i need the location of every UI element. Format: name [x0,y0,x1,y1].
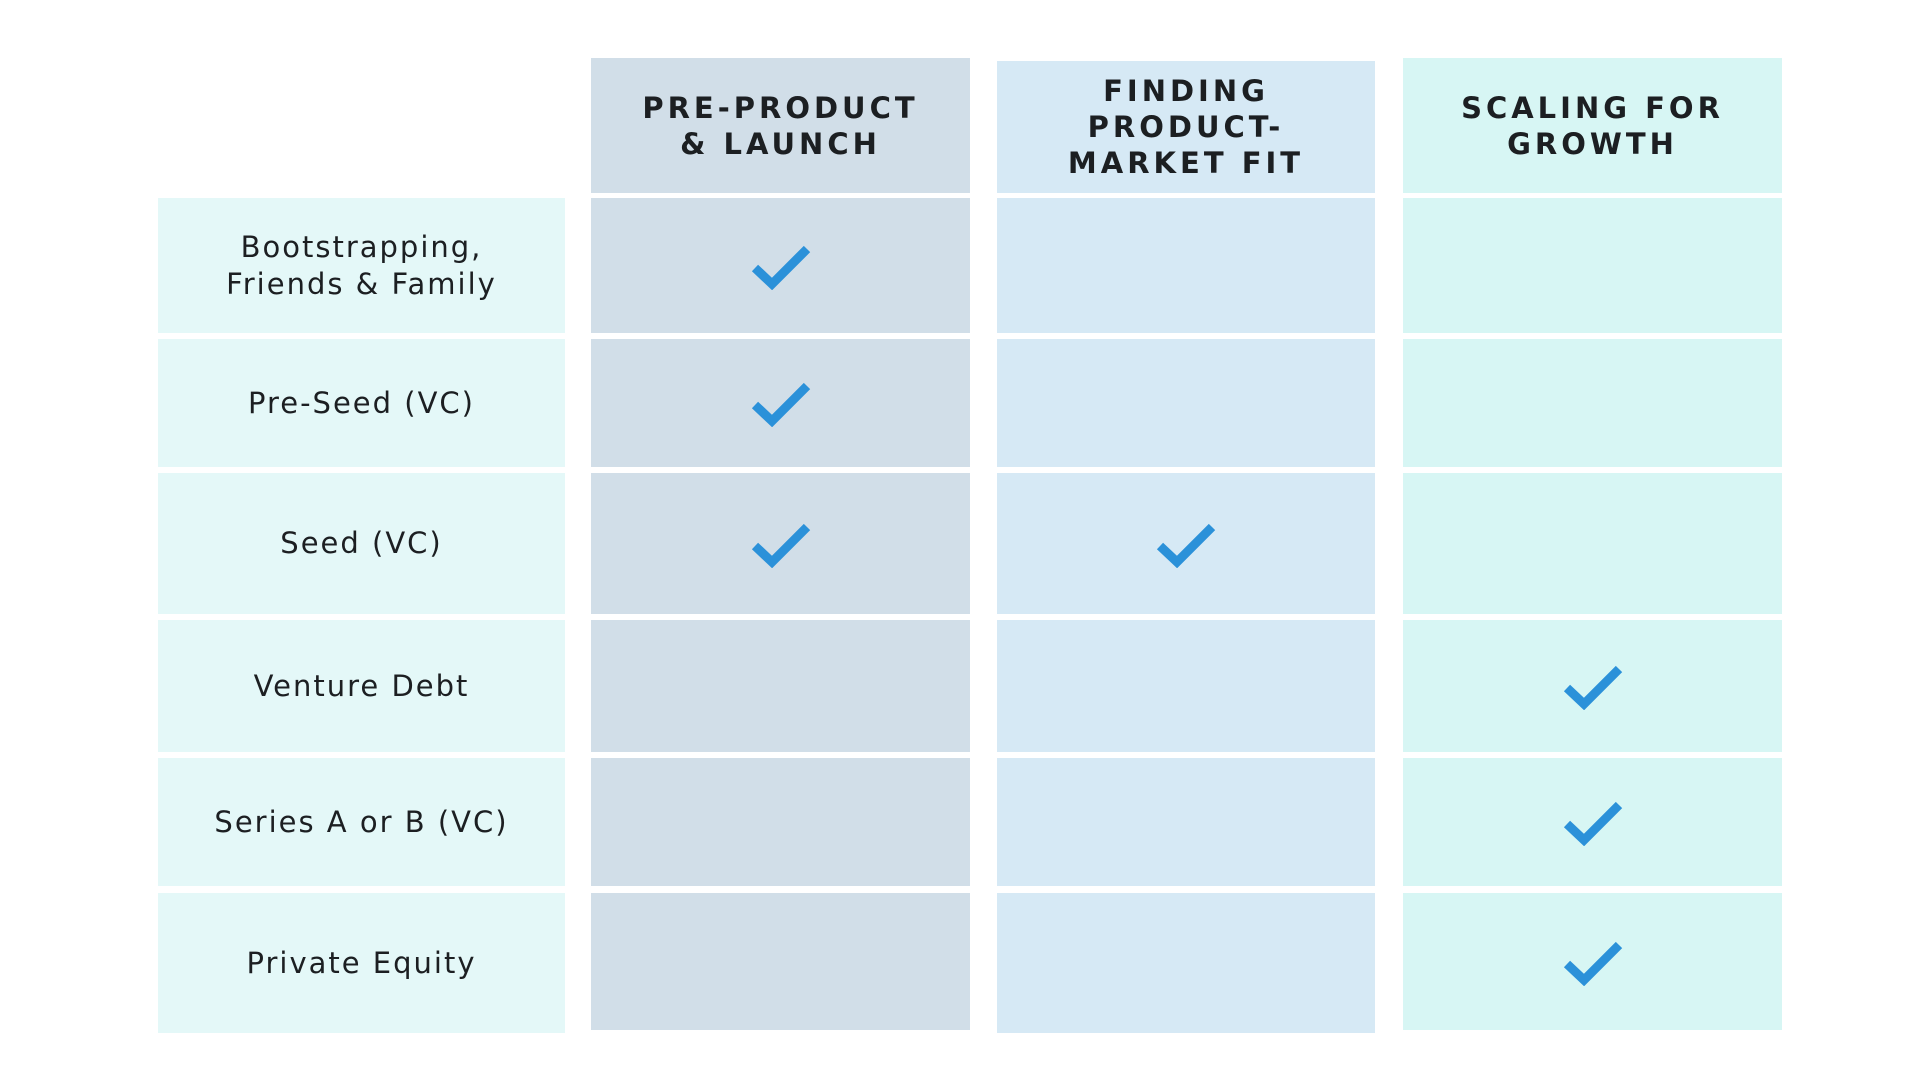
check-icon [1562,938,1624,986]
row-label-seed: Seed (VC) [158,473,565,614]
grid-cell [1403,339,1782,467]
grid-cell [997,893,1375,1033]
column-header-label: PRE-PRODUCT & LAUNCH [642,90,919,161]
grid-cell [591,339,970,467]
grid-cell [997,473,1375,614]
row-label-text: Pre-Seed (VC) [247,385,475,420]
grid-cell [997,198,1375,333]
row-label-text: Seed (VC) [280,526,443,560]
row-label-series-a-b: Series A or B (VC) [158,758,565,886]
row-label-bootstrapping: Bootstrapping, Friends & Family [158,198,565,333]
grid-cell [591,198,970,333]
check-icon [1562,662,1624,710]
grid-cell [1403,758,1782,886]
check-icon [750,379,812,427]
column-header-label: FINDING PRODUCT- MARKET FIT [1067,74,1305,180]
grid-cell [591,473,970,614]
check-icon [750,520,812,568]
column-header-label: SCALING FOR GROWTH [1461,90,1724,161]
check-icon [1562,798,1624,846]
grid-cell [591,893,970,1030]
grid-cell [1403,198,1782,333]
grid-cell [997,758,1375,886]
row-label-text: Series A or B (VC) [214,804,509,839]
check-icon [1155,520,1217,568]
row-label-text: Venture Debt [253,668,470,703]
grid-cell [1403,893,1782,1030]
row-label-pre-seed: Pre-Seed (VC) [158,339,565,467]
column-header-finding-fit: FINDING PRODUCT- MARKET FIT [997,61,1375,193]
grid-cell [997,620,1375,752]
check-icon [750,242,812,290]
grid-cell [591,620,970,752]
row-label-private-equity: Private Equity [158,893,565,1033]
grid-cell [1403,620,1782,752]
row-label-text: Private Equity [246,945,477,980]
grid-cell [997,339,1375,467]
grid-cell [1403,473,1782,614]
row-label-venture-debt: Venture Debt [158,620,565,752]
column-header-scaling: SCALING FOR GROWTH [1403,58,1782,193]
grid-cell [591,758,970,886]
column-header-pre-product: PRE-PRODUCT & LAUNCH [591,58,970,193]
row-label-text: Bootstrapping, Friends & Family [226,229,497,301]
